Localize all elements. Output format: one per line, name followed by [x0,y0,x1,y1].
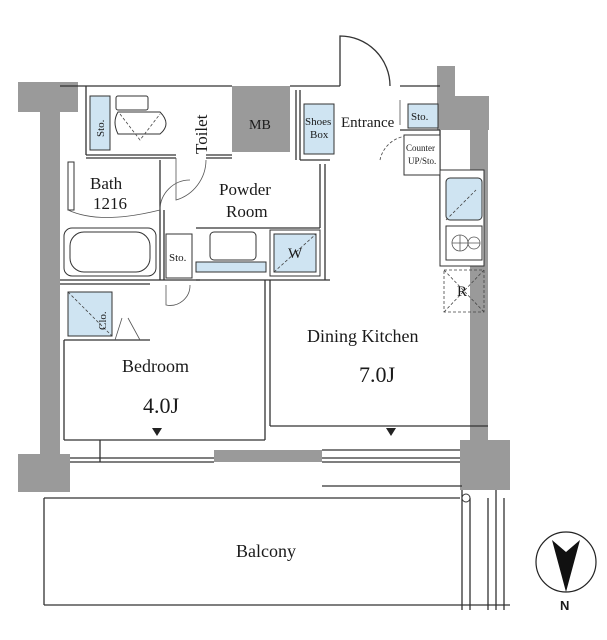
refrigerator-space [443,269,485,313]
bathtub-icon [63,227,157,277]
interior-walls [43,85,510,610]
counter-label-1: Counter [406,143,435,153]
bath-label-1: Bath [90,174,123,193]
toilet-icon [114,95,167,141]
washer-label: W [288,246,303,262]
bedroom-window-marker [152,428,162,436]
room-labels: Sto. Toilet MB Shoes Box Entrance Sto. C… [90,111,467,561]
powder-storage-label: Sto. [169,252,187,264]
bath-shower [67,161,75,211]
kitchen-sink-icon [445,177,483,221]
balcony-label: Balcony [236,541,296,561]
vanity-sink-icon [209,231,257,261]
toilet-storage [89,95,111,151]
compass-north-label: N [560,598,569,613]
shoes-box [303,103,335,155]
counter-label-2: UP/Sto. [408,156,436,166]
washer-space [269,229,321,277]
fixtures [63,95,485,436]
powder-label-2: Room [226,202,268,221]
bedroom-size-label: 4.0J [143,393,180,418]
toilet-label: Toilet [192,114,211,154]
shoes-box-label-2: Box [310,129,329,141]
dining-kitchen-size-label: 7.0J [359,362,396,387]
entrance-storage [407,103,439,129]
entrance-storage-label: Sto. [411,111,429,123]
stove-icon [445,225,483,261]
toilet-storage-label: Sto. [95,119,107,137]
mb-label: MB [249,118,271,133]
north-arrow-icon [552,540,580,592]
dining-kitchen-label: Dining Kitchen [307,326,418,346]
bedroom-label: Bedroom [122,356,189,376]
powder-label-1: Powder [219,180,271,199]
counter [403,134,441,176]
shoes-box-label-1: Shoes [305,116,331,128]
refrigerator-label: R [457,284,467,300]
closet-label: Clo. [97,311,109,330]
entrance-label: Entrance [341,115,395,131]
dk-window-marker [386,428,396,436]
bath-label-2: 1216 [93,194,127,213]
compass: N [535,531,597,613]
powder-storage [165,233,193,279]
